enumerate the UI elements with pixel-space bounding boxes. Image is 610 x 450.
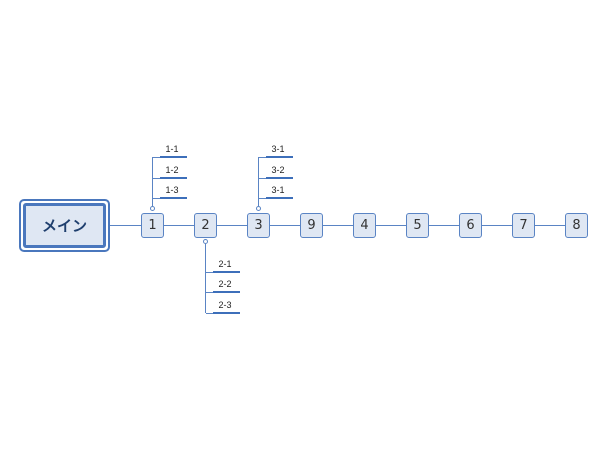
subtopic-underline (265, 156, 293, 158)
subtopic-stub-line (258, 177, 267, 179)
subtopic-underline (159, 197, 187, 199)
subtopic-stub-line (152, 177, 161, 179)
subtopic-branch-line (258, 157, 259, 206)
subtopic-1-1[interactable]: 1-1 (165, 144, 179, 154)
subtopic-2-2[interactable]: 2-2 (218, 279, 232, 289)
subtopic-stub-line (205, 271, 214, 273)
topic-node-3[interactable]: 3 (247, 212, 270, 238)
topic-node-8[interactable]: 8 (565, 212, 588, 238)
subtopic-branch-line (205, 244, 206, 313)
topic-node-5[interactable]: 5 (406, 212, 429, 238)
subtopic-stub-line (152, 197, 161, 199)
subtopic-stub-line (205, 291, 214, 293)
topic-node-1[interactable]: 1 (141, 212, 164, 238)
subtopic-2-1[interactable]: 2-1 (218, 259, 232, 269)
main-topic[interactable]: メイン (23, 203, 106, 248)
subtopic-underline (265, 177, 293, 179)
topic-node-9[interactable]: 9 (300, 212, 323, 238)
subtopic-branch-line (152, 157, 153, 206)
subtopic-stub-line (258, 197, 267, 199)
collapse-toggle-icon[interactable] (150, 206, 155, 211)
collapse-toggle-icon[interactable] (203, 239, 208, 244)
main-connector-line (110, 224, 565, 226)
topic-node-7[interactable]: 7 (512, 212, 535, 238)
subtopic-stub-line (205, 312, 214, 314)
subtopic-underline (159, 177, 187, 179)
subtopic-3-1[interactable]: 3-1 (271, 185, 285, 195)
subtopic-underline (212, 291, 240, 293)
subtopic-stub-line (152, 156, 161, 158)
subtopic-underline (212, 271, 240, 273)
subtopic-3-1[interactable]: 3-1 (271, 144, 285, 154)
subtopic-3-2[interactable]: 3-2 (271, 165, 285, 175)
topic-node-2[interactable]: 2 (194, 212, 217, 238)
subtopic-stub-line (258, 156, 267, 158)
subtopic-1-3[interactable]: 1-3 (165, 185, 179, 195)
subtopic-underline (212, 312, 240, 314)
subtopic-underline (159, 156, 187, 158)
subtopic-underline (265, 197, 293, 199)
subtopic-2-3[interactable]: 2-3 (218, 300, 232, 310)
subtopic-1-2[interactable]: 1-2 (165, 165, 179, 175)
topic-node-6[interactable]: 6 (459, 212, 482, 238)
collapse-toggle-icon[interactable] (256, 206, 261, 211)
topic-node-4[interactable]: 4 (353, 212, 376, 238)
